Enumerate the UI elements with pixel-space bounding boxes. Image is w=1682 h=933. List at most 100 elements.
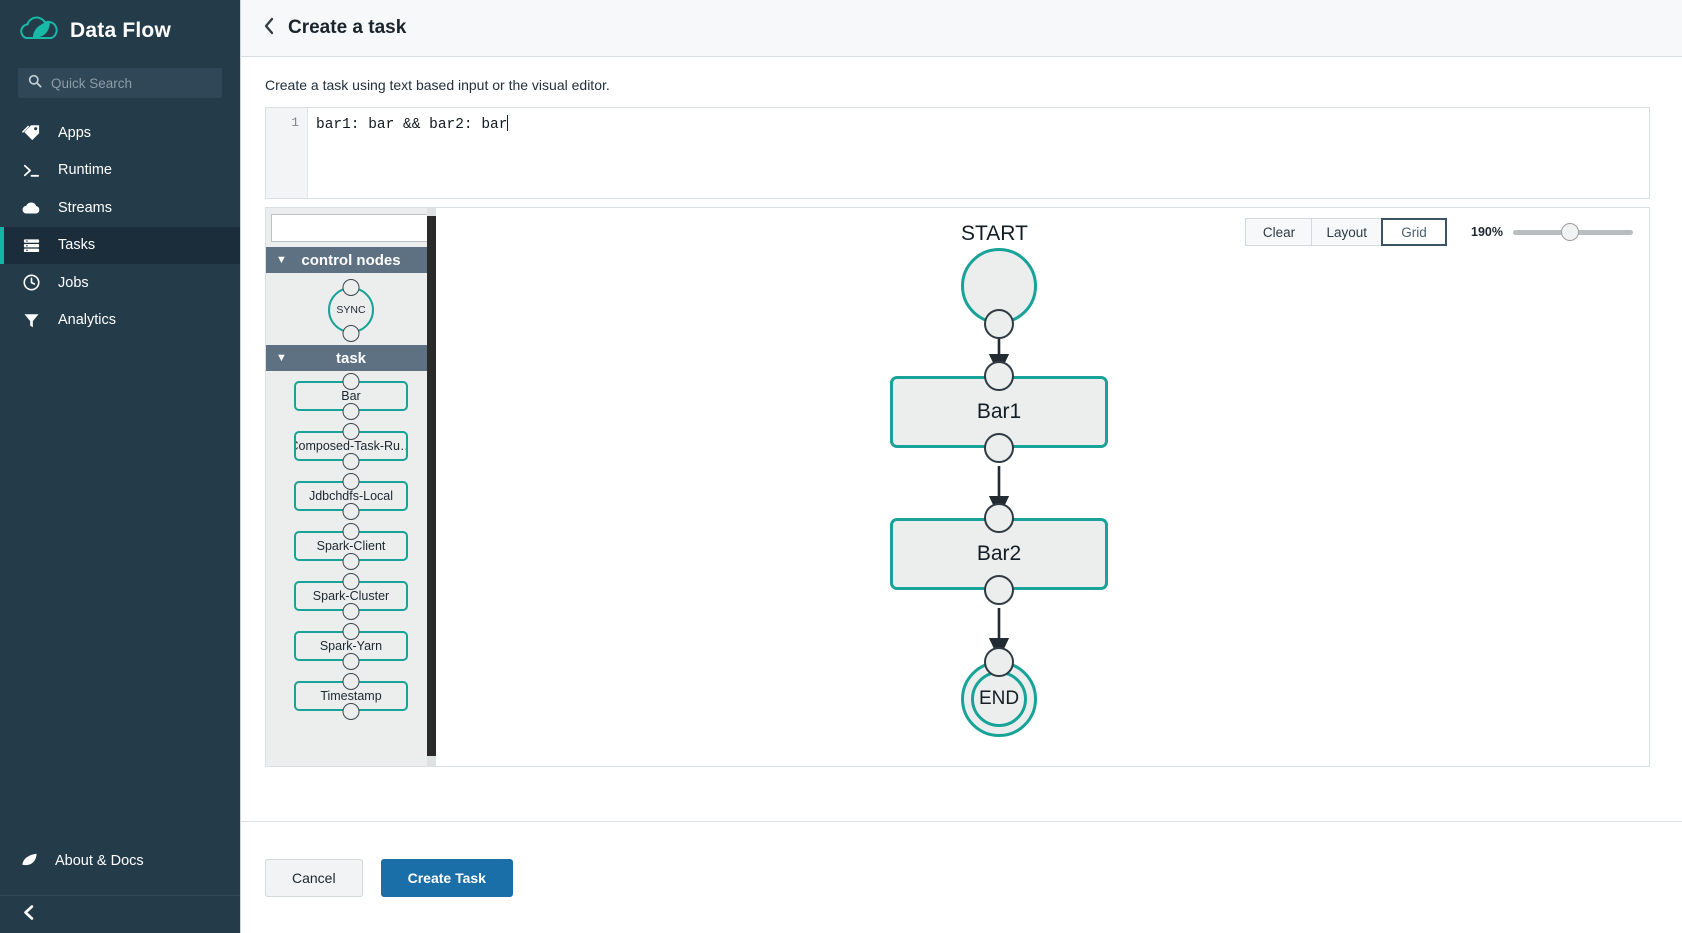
- cancel-button[interactable]: Cancel: [265, 858, 363, 897]
- end-node-label: END: [971, 671, 1027, 727]
- sidebar-item-about-docs[interactable]: About & Docs: [0, 841, 240, 881]
- palette-node-spark-client[interactable]: Spark-Client: [294, 522, 408, 570]
- palette-node-spark-cluster[interactable]: Spark-Cluster: [294, 572, 408, 620]
- canvas-toolbar: Clear Layout Grid 190%: [1245, 218, 1633, 246]
- palette-node-sync[interactable]: SYNC: [328, 278, 374, 342]
- sidebar-item-label: Tasks: [58, 237, 96, 254]
- bar1-output-port[interactable]: [984, 433, 1014, 463]
- visual-editor: ▼ control nodes SYNC ▼ ta: [265, 207, 1650, 767]
- create-task-button[interactable]: Create Task: [380, 858, 513, 897]
- node-palette: ▼ control nodes SYNC ▼ ta: [266, 208, 436, 766]
- palette-scroll-region: ▼ control nodes SYNC ▼ ta: [266, 247, 436, 766]
- port-bottom-icon: [342, 652, 360, 670]
- sidebar-nav: Apps Runtime Streams: [0, 114, 240, 339]
- sidebar-item-runtime[interactable]: Runtime: [0, 152, 240, 190]
- palette-node-timestamp[interactable]: Timestamp: [294, 672, 408, 720]
- task-node-bar1[interactable]: Bar1: [890, 361, 1108, 463]
- chevron-down-icon: ▼: [276, 352, 287, 364]
- stack-icon: [20, 236, 42, 255]
- port-top-icon: [342, 422, 360, 440]
- sidebar: Data Flow: [0, 0, 240, 933]
- palette-scrollbar-thumb[interactable]: [427, 216, 436, 756]
- end-node-input-port[interactable]: [984, 647, 1014, 677]
- sidebar-item-jobs[interactable]: Jobs: [0, 264, 240, 302]
- port-bottom-icon: [342, 324, 360, 342]
- dsl-editor[interactable]: 1 bar1: bar && bar2: bar: [265, 107, 1650, 199]
- end-node[interactable]: END: [961, 647, 1037, 737]
- palette-group-label: control nodes: [301, 251, 401, 269]
- start-node[interactable]: [961, 248, 1037, 339]
- palette-node-bar[interactable]: Bar: [294, 372, 408, 420]
- port-top-icon: [342, 372, 360, 390]
- zoom-level-label: 190%: [1471, 225, 1503, 239]
- zoom-slider[interactable]: [1513, 223, 1633, 241]
- sidebar-item-apps[interactable]: Apps: [0, 114, 240, 152]
- palette-node-jdbchdfs-local[interactable]: Jdbchdfs-Local: [294, 472, 408, 520]
- start-node-output-port[interactable]: [984, 309, 1014, 339]
- layout-button[interactable]: Layout: [1311, 218, 1382, 246]
- editor-code-area[interactable]: bar1: bar && bar2: bar: [308, 108, 1649, 198]
- sidebar-spacer: [0, 339, 240, 841]
- text-cursor: [507, 115, 509, 131]
- port-bottom-icon: [342, 452, 360, 470]
- sidebar-item-analytics[interactable]: Analytics: [0, 302, 240, 340]
- port-bottom-icon: [342, 402, 360, 420]
- port-top-icon: [342, 672, 360, 690]
- palette-filter-input[interactable]: [271, 214, 431, 242]
- palette-group-label: task: [335, 349, 367, 367]
- palette-filter-wrap: [266, 208, 436, 247]
- sidebar-item-label: Jobs: [58, 274, 89, 291]
- clear-button[interactable]: Clear: [1245, 218, 1312, 246]
- tag-icon: [20, 123, 42, 142]
- chevron-left-icon: [22, 904, 37, 926]
- page-title: Create a task: [288, 17, 407, 38]
- brand-title: Data Flow: [70, 19, 171, 42]
- back-chevron-left-icon[interactable]: [263, 17, 276, 39]
- palette-node-composed-task-runner[interactable]: Composed-Task-Ru…: [294, 422, 408, 470]
- sidebar-item-label: Streams: [58, 199, 112, 216]
- sidebar-item-streams[interactable]: Streams: [0, 189, 240, 227]
- task-node-bar2[interactable]: Bar2: [890, 503, 1108, 605]
- start-node-label: START: [961, 222, 1028, 245]
- sidebar-collapse-button[interactable]: [0, 895, 240, 933]
- palette-group-header-control-nodes[interactable]: ▼ control nodes: [266, 247, 436, 273]
- sidebar-item-label: Analytics: [58, 312, 117, 329]
- flow-canvas[interactable]: Clear Layout Grid 190%: [436, 208, 1649, 766]
- cloud-icon: [20, 198, 42, 218]
- page-subtitle: Create a task using text based input or …: [265, 77, 610, 93]
- terminal-icon: [20, 161, 42, 180]
- editor-line-number: 1: [266, 108, 308, 198]
- quick-search-box[interactable]: [18, 68, 222, 98]
- grid-toggle-button[interactable]: Grid: [1381, 218, 1448, 246]
- bar2-input-port[interactable]: [984, 503, 1014, 533]
- sidebar-item-tasks[interactable]: Tasks: [0, 226, 240, 264]
- brand: Data Flow: [0, 0, 240, 62]
- search-wrap: [0, 68, 240, 98]
- port-top-icon: [342, 278, 360, 296]
- footer-actions: Cancel Create Task: [241, 821, 1682, 933]
- port-bottom-icon: [342, 602, 360, 620]
- port-top-icon: [342, 622, 360, 640]
- search-input[interactable]: [51, 75, 212, 91]
- port-bottom-icon: [342, 552, 360, 570]
- spring-leaf-cloud-icon: [20, 16, 58, 46]
- port-top-icon: [342, 572, 360, 590]
- port-top-icon: [342, 522, 360, 540]
- zoom-control: 190%: [1471, 223, 1633, 241]
- palette-scrollbar[interactable]: [427, 208, 436, 766]
- zoom-slider-thumb[interactable]: [1561, 223, 1579, 241]
- page-header: Create a task: [241, 0, 1682, 57]
- bar1-input-port[interactable]: [984, 361, 1014, 391]
- flow-graph: START Bar1 Bar2: [436, 208, 1649, 766]
- port-bottom-icon: [342, 702, 360, 720]
- palette-node-spark-yarn[interactable]: Spark-Yarn: [294, 622, 408, 670]
- palette-group-body-task: Bar Composed-Task-Ru… Jdbchdfs-Local: [266, 371, 436, 720]
- main-content: Create a task Create a task using text b…: [240, 0, 1682, 933]
- palette-group-body-control-nodes: SYNC: [266, 273, 436, 345]
- palette-group-header-task[interactable]: ▼ task: [266, 345, 436, 371]
- flow-edges: [988, 324, 1010, 660]
- bar2-output-port[interactable]: [984, 575, 1014, 605]
- sidebar-item-label: Apps: [58, 124, 92, 141]
- funnel-icon: [20, 311, 42, 330]
